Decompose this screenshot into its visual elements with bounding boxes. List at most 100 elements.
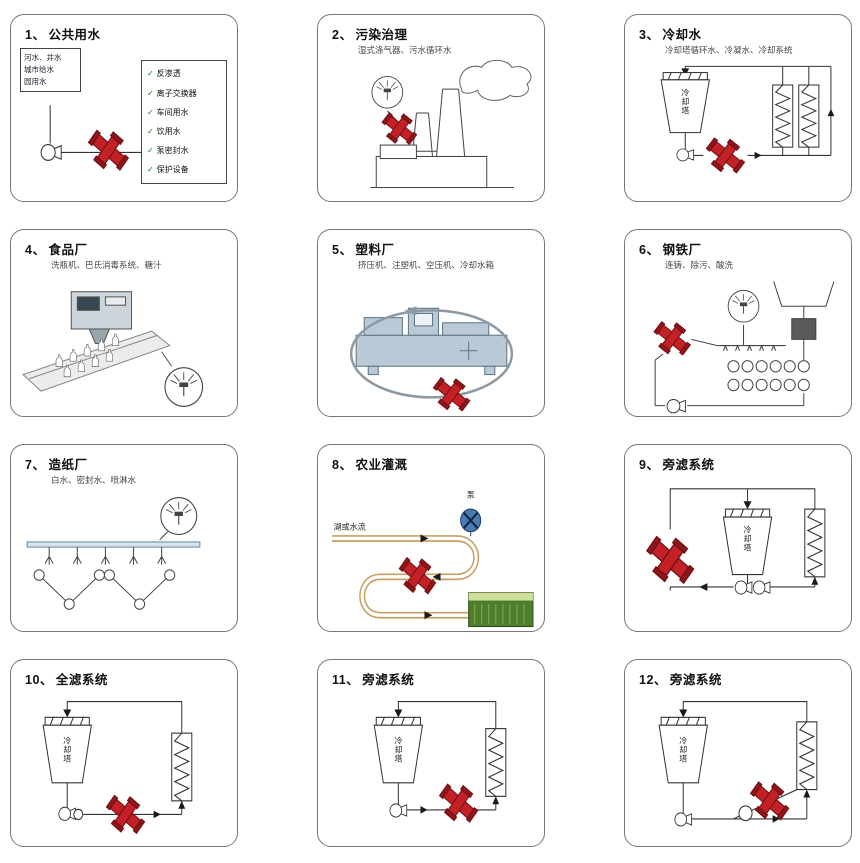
filter-icon (750, 781, 790, 821)
water-source-label: 湖或水流 (333, 522, 366, 532)
panel-cooling-water: 3、冷却水 冷却塔循环水、冷凝水、冷却系统 (624, 14, 852, 202)
panel-header: 4、食品厂 洗瓶机、巴氏消毒系统、糖汁 (11, 230, 237, 271)
diagram-sidestream-3: 冷却塔 (625, 688, 851, 846)
heat-exchanger-icon (804, 508, 826, 578)
panel-paper-mill: 7、造纸厂 白水、密封水、喷淋水 (10, 444, 238, 632)
panel-title-text: 旁滤系统 (362, 673, 415, 687)
panel-full-flow-filtration: 10、全滤系统 冷却塔 (10, 659, 238, 847)
panel-subtitle: 湿式涤气器、污水循环水 (358, 45, 452, 55)
pump-icon (58, 806, 77, 821)
panel-title: 6、钢铁厂 (639, 239, 841, 258)
checklist-item: ✓反渗透 (146, 69, 181, 79)
panel-title-text: 全滤系统 (55, 673, 108, 687)
panel-title-text: 污染治理 (355, 28, 408, 42)
cooling-tower-label: 冷却塔 (678, 736, 688, 764)
panel-header: 7、造纸厂 白水、密封水、喷淋水 (11, 445, 237, 486)
panel-header: 3、冷却水 冷却塔循环水、冷凝水、冷却系统 (625, 15, 851, 56)
panel-number: 3、 (639, 28, 660, 42)
spray-nozzle-icon (371, 75, 404, 109)
diagram-public-water: 河水、井水 城市给水 园用水 ✓反渗透 ✓离子交换器 ✓车间用水 ✓饮用水 ✓泵… (11, 43, 237, 201)
molding-machine (355, 307, 508, 376)
heat-exchanger-icon (171, 732, 193, 802)
panel-header: 5、塑料厂 挤压机、注塑机、空压机、冷却水箱 (318, 230, 544, 271)
panel-sidestream-filtration-2: 11、旁滤系统 冷却塔 (317, 659, 545, 847)
heat-exchanger-icon (772, 84, 794, 148)
filter-icon (438, 783, 479, 823)
pump-icon (676, 148, 695, 162)
check-icon: ✓ (146, 165, 154, 175)
irrigation-art (332, 508, 534, 628)
panel-number: 7、 (25, 458, 46, 472)
panel-title-text: 冷却水 (662, 28, 702, 42)
source-line: 河水、井水 (24, 52, 62, 62)
food-art (22, 291, 204, 407)
source-line: 城市给水 (24, 64, 55, 74)
application-checklist: ✓反渗透 ✓离子交换器 ✓车间用水 ✓饮用水 ✓泵密封水 ✓保护设备 (140, 60, 227, 184)
paper-art (26, 497, 201, 610)
panel-number: 12、 (639, 673, 667, 687)
panel-header: 9、旁滤系统 (625, 445, 851, 473)
panel-number: 1、 (25, 28, 46, 42)
pump-icon (666, 399, 686, 414)
panel-title-text: 塑料厂 (355, 243, 395, 257)
steel-art (653, 281, 835, 414)
panel-title-text: 旁滤系统 (669, 673, 722, 687)
panel-sidestream-filtration: 9、旁滤系统 (624, 444, 852, 632)
sidestream2-art (373, 700, 507, 823)
bottle-icon (69, 349, 77, 362)
diagram-paper-mill (11, 486, 237, 631)
check-icon: ✓ (146, 146, 154, 156)
spray-nozzle-icon (727, 289, 760, 323)
panel-title-text: 造纸厂 (48, 458, 88, 472)
checklist-item: ✓饮用水 (146, 127, 181, 137)
cooling-art (660, 65, 835, 174)
panel-header: 11、旁滤系统 (318, 660, 544, 688)
panel-number: 8、 (332, 458, 353, 472)
panel-title-text: 旁滤系统 (662, 458, 715, 472)
check-icon: ✓ (146, 107, 154, 117)
check-icon: ✓ (146, 127, 154, 137)
field-image (468, 592, 534, 628)
diagram-cooling-water: 冷却塔 (625, 56, 851, 201)
pump-icon (752, 580, 771, 595)
panel-title-text: 食品厂 (48, 243, 88, 257)
checklist-item: ✓离子交换器 (146, 88, 197, 98)
fullflow-art (42, 700, 193, 834)
panel-title-text: 公共用水 (48, 28, 101, 42)
panel-number: 9、 (639, 458, 660, 472)
panel-header: 10、全滤系统 (11, 660, 237, 688)
sidestream1-art (646, 488, 826, 595)
panel-title-text: 钢铁厂 (662, 243, 702, 257)
pump-icon (389, 803, 408, 818)
pump-icon (738, 805, 753, 822)
panel-title: 12、旁滤系统 (639, 669, 841, 688)
panel-sidestream-filtration-3: 12、旁滤系统 冷却塔 (624, 659, 852, 847)
filter-icon (705, 137, 746, 174)
diagram-sidestream-2: 冷却塔 (318, 688, 544, 846)
water-source-box: 河水、井水 城市给水 园用水 (20, 47, 82, 92)
diagram-irrigation: 湖或水流 泵 (318, 473, 544, 631)
panel-plastics-factory: 5、塑料厂 挤压机、注塑机、空压机、冷却水箱 (317, 229, 545, 417)
panel-title: 2、污染治理 (332, 24, 534, 43)
panel-title: 10、全滤系统 (25, 669, 227, 688)
panel-number: 11、 (332, 673, 360, 687)
bottle-icon (111, 333, 120, 347)
cooling-tower-label: 冷却塔 (680, 88, 690, 116)
panel-food-factory: 4、食品厂 洗瓶机、巴氏消毒系统、糖汁 (10, 229, 238, 417)
panel-title: 8、农业灌溉 (332, 454, 534, 473)
diagram-pollution-control (318, 56, 544, 201)
filter-icon (381, 112, 418, 145)
panel-subtitle: 挤压机、注塑机、空压机、冷却水箱 (358, 260, 495, 270)
pump-icon (674, 812, 693, 827)
paper-wire (26, 541, 201, 548)
checklist-item: ✓保护设备 (146, 165, 189, 175)
diagram-steel-factory (625, 271, 851, 416)
panel-subtitle: 冷却塔循环水、冷凝水、冷却系统 (665, 45, 793, 55)
check-icon: ✓ (146, 69, 154, 79)
bottle-icon (83, 344, 91, 357)
panel-number: 5、 (332, 243, 353, 257)
filter-icon (646, 535, 695, 584)
checklist-item: ✓泵密封水 (146, 146, 189, 156)
panel-subtitle: 洗瓶机、巴氏消毒系统、糖汁 (51, 260, 162, 270)
